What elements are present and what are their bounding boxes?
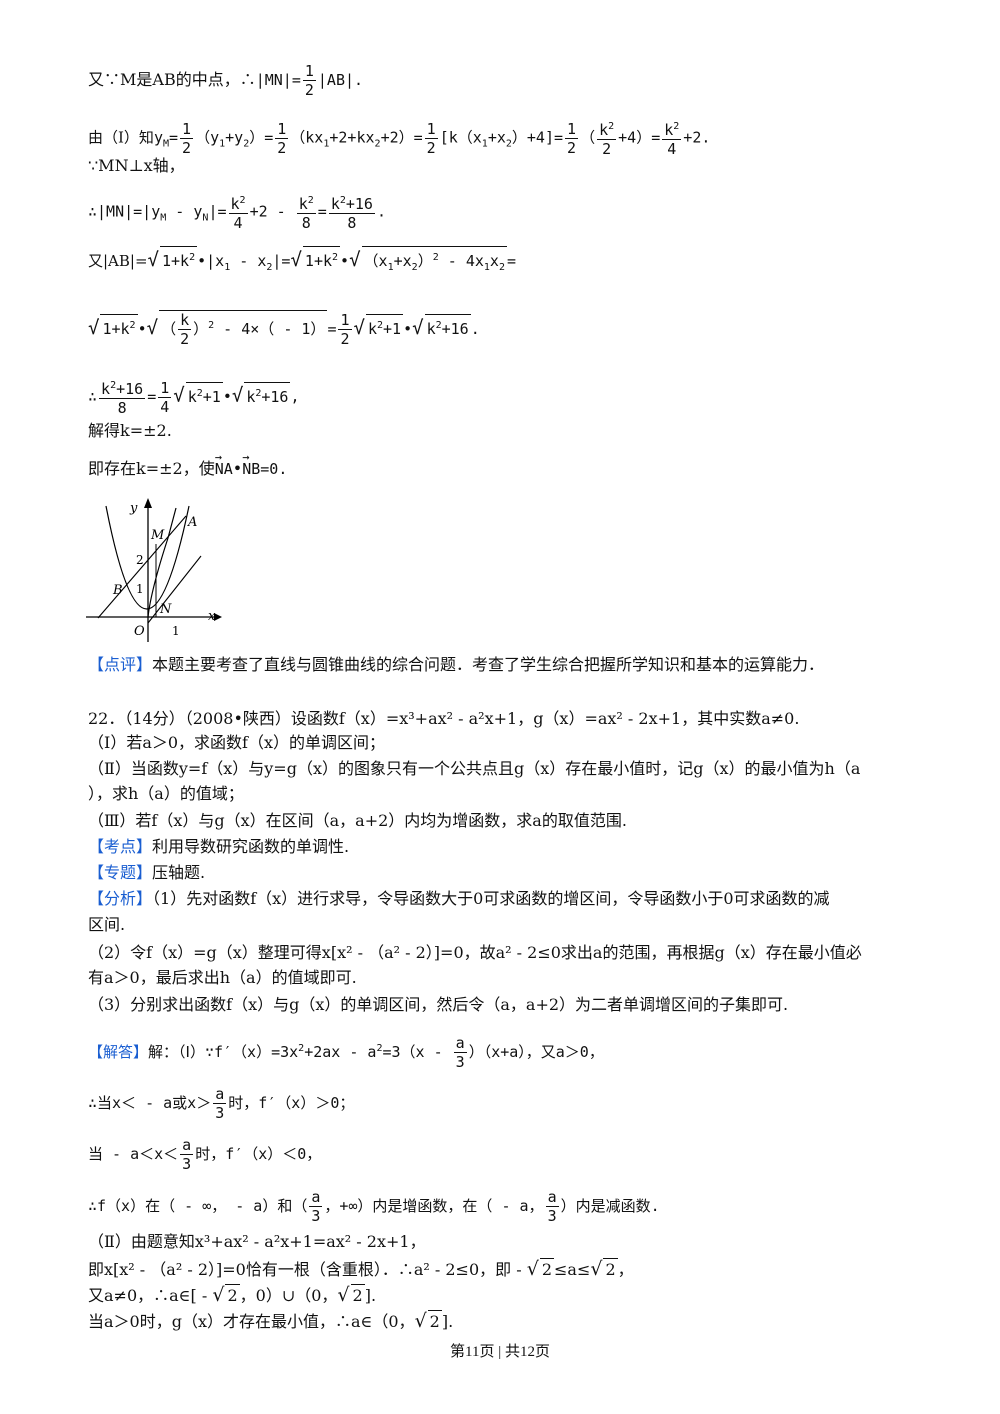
q22-fenxi-2b: 有a＞0，最后求出h（a）的值域即可. <box>88 968 357 987</box>
q22-title: 22．（14分）（2008•陕西）设函数f（x）=x³+ax² - a²x+1，… <box>88 709 800 728</box>
answer-line5: （Ⅱ）由题意知x³+ax² - a²x+1=ax² - 2x+1， <box>88 1232 426 1251</box>
line-exists: 即存在k=±2，使→NA•→NB=0. <box>88 450 288 478</box>
y-tick-1: 1 <box>136 582 144 596</box>
point-a-label: A <box>187 515 197 530</box>
q22-fenxi-3: （3）分别求出函数f（x）与g（x）的单调区间，然后令（a，a+2）为二者单调增… <box>88 995 789 1014</box>
q22-zhuanti: 【专题】压轴题. <box>88 863 206 882</box>
comment-tag: 【点评】 <box>88 655 153 674</box>
q22-fenxi-2a: （2）令f（x）=g（x）整理可得x[x² - （a² - 2）]=0，故a² … <box>88 943 862 962</box>
origin-label: O <box>134 624 145 639</box>
answer-line8: 当a＞0时，g（x）才存在最小值，∴a∈（0，√2]. <box>88 1310 454 1332</box>
point-n-label: N <box>159 602 172 617</box>
q22-kaodian: 【考点】利用导数研究函数的单调性. <box>88 837 350 856</box>
parabola-figure: y x O A B M N 2 1 1 <box>86 498 222 642</box>
q22-fenxi-1b: 区间. <box>88 915 126 934</box>
expr: |AB|. <box>317 71 364 89</box>
q22-part3: （Ⅲ）若f（x）与g（x）在区间（a，a+2）内均为增函数，求a的取值范围. <box>88 811 627 830</box>
line-ab: 又|AB|=√1+k2•|x1 - x2|=√1+k2•√（x1+x2）2 - … <box>88 246 904 279</box>
text: 又∵M是AB的中点，∴ <box>88 70 256 89</box>
comment-text: 本题主要考查了直线与圆锥曲线的综合问题．考查了学生综合把握所学知识和基本的运算能… <box>152 655 825 674</box>
y-axis-label: y <box>129 501 138 516</box>
x-axis-label: x <box>208 609 216 624</box>
q22-part2b: ），求h（a）的值域； <box>88 784 244 803</box>
page-footer: 第11页 | 共12页 <box>450 1344 550 1360</box>
text: ∵MN⊥x轴， <box>88 156 185 175</box>
point-b-label: B <box>112 583 123 598</box>
x-tick-1: 1 <box>172 624 180 638</box>
line-perp: ∵MN⊥x轴， <box>88 155 904 177</box>
q22-fenxi-1a: 【分析】（1）先对函数f（x）进行求导，令导函数大于0可求函数的增区间，令导函数… <box>88 889 830 908</box>
answer-line6: 即x[x² - （a² - 2）]=0恰有一根（含重根）．∴a² - 2≤0，即… <box>88 1258 634 1280</box>
q22-part2a: （Ⅱ）当函数y=f（x）与y=g（x）的图象只有一个公共点且g（x）存在最小值时… <box>88 759 861 778</box>
answer-line7: 又a≠0，∴a∈[ - √2，0）∪（0，√2]. <box>88 1284 377 1306</box>
comment: 【点评】本题主要考查了直线与圆锥曲线的综合问题．考查了学生综合把握所学知识和基本… <box>88 654 904 676</box>
y-tick-2: 2 <box>136 553 144 567</box>
point-m-label: M <box>150 528 165 543</box>
expr: |MN|= <box>255 71 301 89</box>
line-solve-k: 解得k=±2. <box>88 421 172 440</box>
q22-part1: （Ⅰ）若a＞0，求函数f（x）的单调区间； <box>88 733 385 752</box>
